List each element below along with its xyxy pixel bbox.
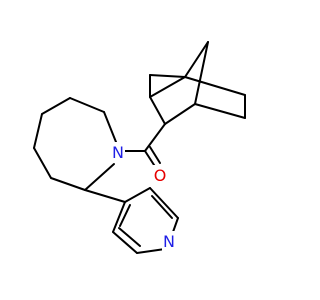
bond bbox=[84, 189, 126, 203]
bond bbox=[151, 195, 173, 219]
bond bbox=[149, 146, 161, 164]
bond bbox=[184, 41, 209, 78]
bond bbox=[149, 96, 166, 125]
bond bbox=[149, 74, 186, 78]
bond bbox=[194, 103, 246, 119]
atom-nitrogen-azepane: N bbox=[111, 142, 125, 162]
bond bbox=[112, 231, 138, 254]
bond bbox=[194, 41, 209, 105]
bond bbox=[84, 163, 115, 191]
bond bbox=[33, 113, 43, 149]
atom-layer: N O N bbox=[111, 142, 176, 251]
bond bbox=[41, 97, 71, 115]
bond bbox=[103, 111, 117, 143]
bond bbox=[50, 177, 86, 191]
bond bbox=[172, 217, 179, 233]
bond bbox=[124, 187, 151, 203]
atom-label-background bbox=[111, 142, 125, 162]
bond bbox=[184, 76, 246, 96]
bond bbox=[136, 248, 166, 254]
bond bbox=[69, 97, 105, 113]
atom-nitrogen-pyridine: N bbox=[162, 231, 176, 251]
atom-label-background bbox=[153, 165, 168, 185]
atom-label: N bbox=[112, 143, 124, 162]
bond bbox=[144, 123, 166, 152]
bond bbox=[112, 201, 126, 233]
bond bbox=[164, 103, 196, 125]
bond-layer bbox=[33, 41, 246, 254]
atom-oxygen-carbonyl: O bbox=[153, 165, 168, 185]
atom-label: O bbox=[154, 166, 167, 185]
atom-label: N bbox=[163, 232, 175, 251]
bond bbox=[118, 227, 141, 247]
bond bbox=[119, 204, 131, 227]
bond bbox=[149, 76, 186, 98]
molecule-structure: N O N bbox=[33, 41, 246, 254]
atom-label-background bbox=[162, 231, 176, 251]
bond bbox=[149, 187, 179, 219]
bond bbox=[33, 147, 52, 179]
